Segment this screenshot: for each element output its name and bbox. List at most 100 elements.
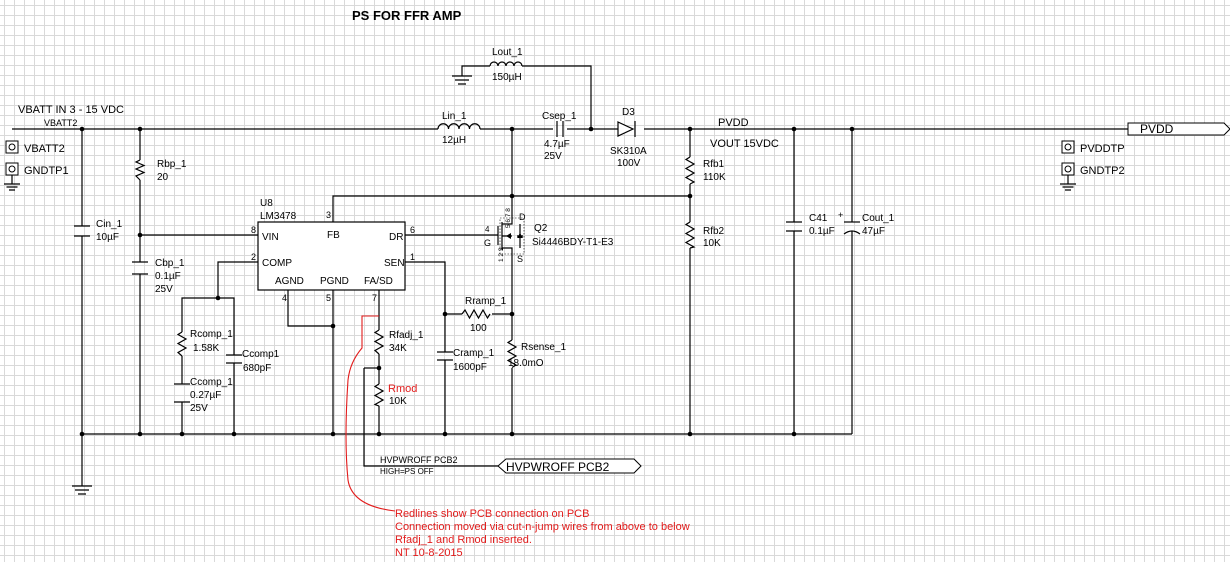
resistor-rsense1[interactable]: Rsense_1 18.0mO <box>506 339 566 369</box>
testpoint-gndtp2-label: GNDTP2 <box>1080 165 1125 177</box>
u8-pin-fasd: FA/SD <box>364 276 393 287</box>
resistor-rbp1[interactable]: Rbp_1 20 <box>134 159 187 183</box>
u8-pinnum-fb: 3 <box>326 210 331 220</box>
lout1-ref: Lout_1 <box>492 47 523 58</box>
ccomp1-value: 680pF <box>243 363 271 374</box>
rsense1-value: 18.0mO <box>508 358 544 369</box>
fb-wire <box>332 195 690 222</box>
rfb1-value: 110K <box>703 172 726 183</box>
hvpwroff-port-label: HVPWROFF PCB2 <box>506 460 610 474</box>
resistor-rfadj1[interactable]: Rfadj_1 34K <box>373 329 424 355</box>
u8-pinnum-dr: 6 <box>410 225 415 235</box>
csep1-value: 4.7µF <box>544 139 570 150</box>
agnd-pgnd-wire <box>287 290 334 434</box>
lout-wire <box>461 65 592 129</box>
junction-dots <box>79 126 855 437</box>
resistor-rramp1[interactable]: Rramp_1 100 <box>461 296 507 334</box>
inductor-lout1[interactable]: Lout_1 150µH <box>489 47 523 83</box>
q2-pin-s: S <box>517 254 523 264</box>
lout1-value: 150µH <box>492 72 522 83</box>
u8-pin-sen: SEN <box>384 258 405 269</box>
testpoint-pvddtp[interactable]: PVDDTP <box>1061 140 1125 155</box>
inductor-lin1[interactable]: Lin_1 12µH <box>437 111 481 146</box>
vbatt-in-label: VBATT IN 3 - 15 VDC <box>18 104 124 116</box>
c41-ref: C41 <box>809 213 828 224</box>
capacitor-cin1[interactable]: Cin_1 10µF <box>74 219 123 243</box>
u8-pinnum-pgnd: 5 <box>326 293 331 303</box>
u8-pinnum-vin: 8 <box>251 225 256 235</box>
diode-d3[interactable]: D3 SK310A 100V <box>610 107 647 169</box>
rfadj1-ref: Rfadj_1 <box>389 330 424 341</box>
redline-curve <box>345 315 396 512</box>
rfb2-ref: Rfb2 <box>703 226 725 237</box>
cout1-value: 47µF <box>862 226 885 237</box>
testpoint-vbatt2[interactable]: VBATT2 <box>5 140 65 155</box>
u8-pinnum-fasd: 7 <box>372 293 377 303</box>
u8-part: LM3478 <box>260 211 297 222</box>
rmod-ref: Rmod <box>388 383 417 395</box>
capacitor-cbp1[interactable]: Cbp_1 0.1µF 25V <box>132 258 185 295</box>
capacitor-c41[interactable]: C41 0.1µF <box>786 213 835 237</box>
rcomp1-ref: Rcomp_1 <box>190 329 233 340</box>
csep1-ref: Csep_1 <box>542 111 577 122</box>
testpoint-gndtp1[interactable]: GNDTP1 <box>4 162 69 191</box>
resistor-rfb2[interactable]: Rfb2 10K <box>684 221 725 249</box>
capacitor-ccomp-1[interactable]: Ccomp_1 0.27µF 25V <box>174 377 233 414</box>
capacitor-cramp1[interactable]: Cramp_1 1600pF <box>437 348 495 373</box>
q2-ref: Q2 <box>534 223 548 234</box>
cramp1-ref: Cramp_1 <box>453 348 495 359</box>
capacitor-ccomp1[interactable]: Ccomp1 680pF <box>226 349 280 374</box>
u8-pin-comp: COMP <box>262 258 292 269</box>
u8-ref: U8 <box>260 198 273 209</box>
high-ps-off-label: HIGH=PS OFF <box>380 467 434 476</box>
hvpwroff-net-label: HVPWROFF PCB2 <box>380 455 458 465</box>
cbp1-rating: 25V <box>155 284 173 295</box>
pvdd-net-label: PVDD <box>718 117 749 129</box>
lin1-ref: Lin_1 <box>442 111 467 122</box>
capacitor-csep1[interactable]: Csep_1 4.7µF 25V <box>542 111 577 162</box>
annotation-line-3: Rfadj_1 and Rmod inserted. <box>395 534 532 546</box>
rramp1-ref: Rramp_1 <box>465 296 507 307</box>
u8-pinnum-sen: 1 <box>410 252 415 262</box>
c41-value: 0.1µF <box>809 226 835 237</box>
q2-drain-pins: 5 6 7 8 <box>505 208 512 228</box>
ground-symbol-main <box>72 485 92 495</box>
resistor-rmod[interactable]: Rmod 10K <box>373 383 417 407</box>
cin1-ref: Cin_1 <box>96 219 123 230</box>
u8-pin-agnd: AGND <box>275 276 304 287</box>
sen-wire <box>405 261 512 315</box>
rfb2-value: 10K <box>703 238 721 249</box>
u8-pin-pgnd: PGND <box>320 276 349 287</box>
csep1-rating: 25V <box>544 151 562 162</box>
u8-pin-fb: FB <box>327 230 340 241</box>
rmod-value: 10K <box>389 396 407 407</box>
resistor-rfb1[interactable]: Rfb1 110K <box>684 156 726 185</box>
q2-source-pins: 1 2 3 <box>498 247 505 262</box>
mosfet-q2[interactable]: 5 6 7 8 1 2 3 D G S 4 Q2 Si4446BDY-T1-E3 <box>484 208 614 264</box>
u8-pinnum-agnd: 4 <box>282 293 287 303</box>
cramp1-value: 1600pF <box>453 362 487 373</box>
ccomp1-ref: Ccomp1 <box>242 349 280 360</box>
rfadj1-value: 34K <box>389 343 407 354</box>
vout-label: VOUT 15VDC <box>710 138 779 150</box>
testpoint-pvddtp-label: PVDDTP <box>1080 143 1125 155</box>
q2-pin-g: G <box>484 238 491 248</box>
ccomp-1-ref: Ccomp_1 <box>190 377 233 388</box>
capacitor-cout1[interactable]: + Cout_1 47µF <box>838 210 895 237</box>
testpoint-gndtp1-label: GNDTP1 <box>24 165 69 177</box>
pvdd-port: PVDD <box>1127 122 1230 136</box>
testpoint-gndtp2[interactable]: GNDTP2 <box>1060 162 1125 191</box>
ic-u8[interactable]: U8 LM3478 VIN FB DR COMP SEN AGND PGND F… <box>251 198 415 303</box>
ccomp-1-rating: 25V <box>190 403 208 414</box>
annotation-line-4: NT 10-8-2015 <box>395 547 463 559</box>
ccomp-1-value: 0.27µF <box>190 390 221 401</box>
rfb1-ref: Rfb1 <box>703 159 725 170</box>
pvdd-port-label: PVDD <box>1140 122 1174 136</box>
cin1-value: 10µF <box>96 232 119 243</box>
rsense1-ref: Rsense_1 <box>521 342 566 353</box>
ccomp-branch-wire <box>218 297 235 434</box>
resistor-rcomp1[interactable]: Rcomp_1 1.58K <box>176 329 233 357</box>
u8-pinnum-comp: 2 <box>251 252 256 262</box>
u8-pin-dr: DR <box>389 232 403 243</box>
